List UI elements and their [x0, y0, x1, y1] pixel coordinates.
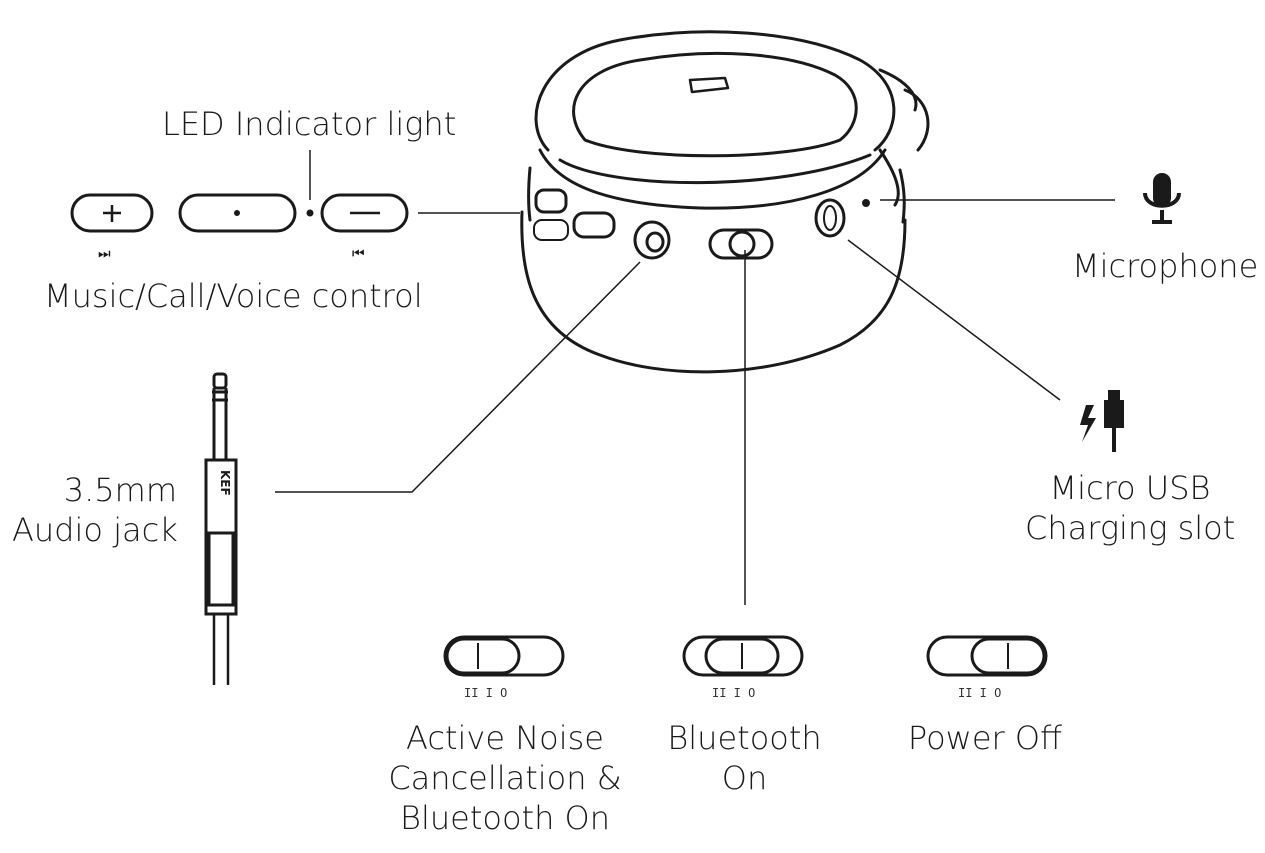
audio-jack-label-line2: Audio jack	[12, 511, 178, 549]
plug-brand-logo: KEF	[218, 470, 232, 496]
remote-control	[70, 193, 409, 233]
microphone-label: Microphone	[1072, 247, 1259, 285]
bt-label-line2: On	[721, 759, 768, 797]
switch-anc	[443, 635, 565, 677]
switch-off-positions: II I O	[958, 686, 1001, 700]
ear-cup	[520, 30, 930, 374]
anc-label-line3: Bluetooth On	[400, 799, 610, 837]
switch-power-off	[926, 635, 1048, 677]
jack-leader-line	[275, 261, 641, 493]
volume-down-button	[320, 193, 409, 233]
switch-bluetooth	[682, 635, 804, 677]
led-indicator	[306, 209, 314, 217]
anc-label-line2: Cancellation &	[388, 759, 622, 797]
power-off-label: Power Off	[907, 719, 1063, 757]
anc-label-line1: Active Noise	[406, 719, 604, 757]
switch-bt-positions: II I O	[712, 686, 755, 700]
microphone-icon	[1143, 173, 1181, 224]
micro-usb-label-line2: Charging slot	[1025, 509, 1236, 547]
audio-jack-label-line1: 3.5mm	[63, 471, 177, 509]
music-call-voice-label: Music/Call/Voice control	[44, 277, 423, 315]
leader-lines	[275, 150, 1115, 605]
next-track-icon: ⏭	[98, 246, 111, 262]
volume-up-button	[70, 193, 154, 233]
audio-plug	[204, 372, 238, 685]
play-pause-button	[178, 193, 297, 233]
anc-bluetooth-label: Active Noise Cancellation & Bluetooth On	[385, 718, 625, 838]
micro-usb-label-line1: Micro USB	[1049, 469, 1211, 507]
led-indicator-label: LED Indicator light	[162, 105, 457, 143]
bluetooth-on-label: Bluetooth On	[652, 718, 837, 798]
micro-usb-label: Micro USB Charging slot	[1025, 468, 1235, 548]
usb-leader-line	[847, 239, 1061, 401]
audio-jack-label: 3.5mm Audio jack	[12, 470, 178, 550]
bt-label-line1: Bluetooth	[667, 719, 822, 757]
switch-anc-positions: II I O	[464, 686, 507, 700]
prev-track-icon: ⏮	[352, 246, 365, 262]
usb-charging-icon	[1080, 390, 1124, 452]
